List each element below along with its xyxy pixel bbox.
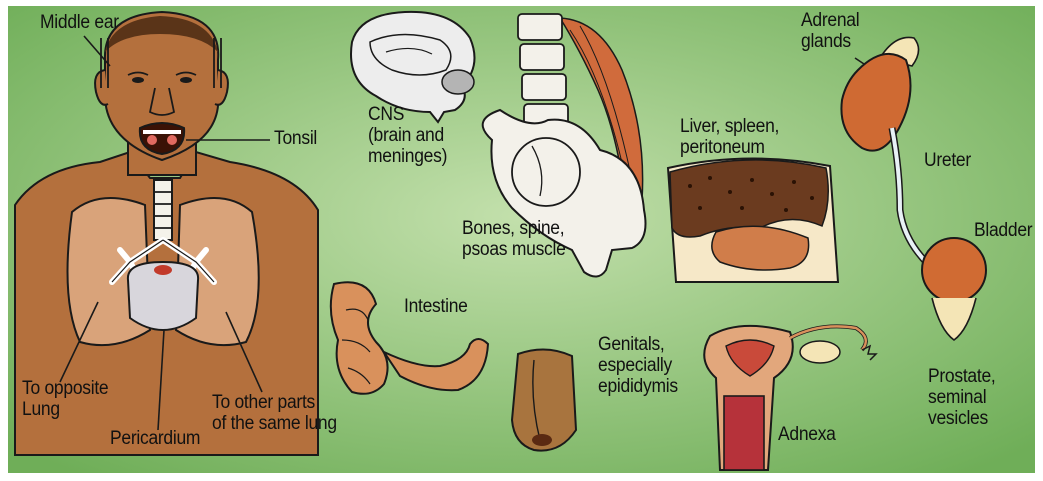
label-prostate-line3: vesicles — [928, 408, 988, 429]
label-genitals-line1: Genitals, — [598, 334, 664, 355]
label-adrenal-line1: Adrenal — [801, 10, 859, 31]
label-opposite-lung-line1: To opposite — [22, 378, 108, 399]
label-liver-line1: Liver, spleen, — [680, 116, 779, 137]
label-prostate-line1: Prostate, — [928, 366, 995, 387]
label-ureter: Ureter — [924, 150, 971, 171]
label-adnexa: Adnexa — [778, 424, 836, 445]
label-tonsil: Tonsil — [274, 128, 317, 149]
label-bones-line1: Bones, spine, — [462, 218, 564, 239]
label-cns-line2: (brain and — [368, 125, 444, 146]
label-liver-line2: peritoneum — [680, 137, 765, 158]
label-prostate-line2: seminal — [928, 387, 986, 408]
testis-illustration — [512, 349, 576, 450]
label-opposite-lung-line2: Lung — [22, 399, 60, 420]
label-bladder: Bladder — [974, 220, 1032, 241]
label-same-lung-line1: To other parts — [212, 392, 315, 413]
label-bones-line2: psoas muscle — [462, 239, 566, 260]
label-genitals-line3: epididymis — [598, 376, 678, 397]
liver-spleen-illustration — [668, 158, 838, 282]
label-adrenal-line2: glands — [801, 31, 851, 52]
label-pericardium: Pericardium — [110, 428, 200, 449]
label-cns-line1: CNS — [368, 104, 404, 125]
label-intestine: Intestine — [404, 296, 468, 317]
label-middle-ear: Middle ear — [40, 12, 119, 33]
label-genitals-line2: especially — [598, 355, 672, 376]
label-cns-line3: meninges) — [368, 146, 447, 167]
label-same-lung-line2: of the same lung — [212, 413, 337, 434]
